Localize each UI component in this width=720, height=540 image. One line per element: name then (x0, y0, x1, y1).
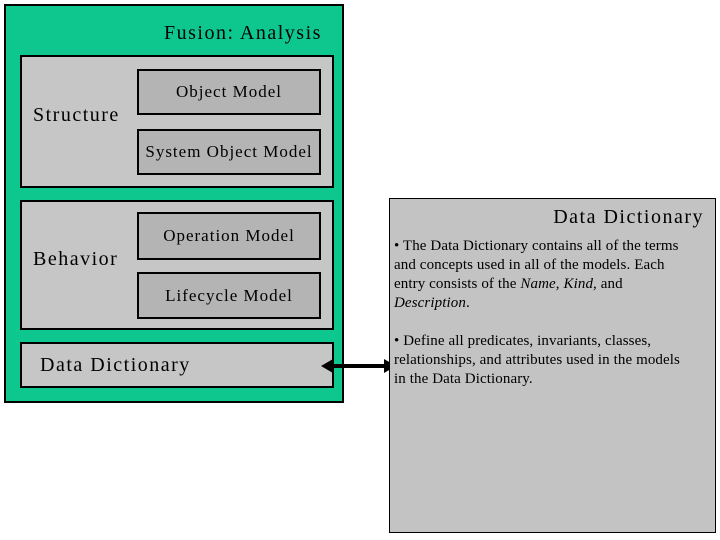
operation-model-label: Operation Model (163, 226, 295, 245)
lifecycle-model-label: Lifecycle Model (165, 285, 293, 305)
object-model-box: Object Model (137, 69, 321, 115)
lifecycle-model-box: Lifecycle Model (137, 272, 321, 319)
data-dictionary-box-label: Data Dictionary (40, 353, 191, 376)
system-object-model-box: System Object Model (137, 129, 321, 175)
fusion-analysis-frame: Fusion: Analysis Structure Object Model … (4, 4, 344, 403)
behavior-label: Behavior (33, 248, 119, 270)
structure-label: Structure (33, 104, 120, 126)
system-object-model-label: System Object Model (145, 142, 313, 161)
panel-bullet-1: • The Data Dictionary contains all of th… (394, 238, 679, 311)
structure-container: Structure Object Model System Object Mod… (20, 55, 334, 188)
behavior-container: Behavior Operation Model Lifecycle Model (20, 200, 334, 330)
panel-bullet-2: • Define all predicates, invariants, cla… (394, 333, 680, 387)
arrowhead-left (321, 359, 333, 373)
panel-title: Data Dictionary (553, 206, 704, 228)
slide-title: Fusion: Analysis (164, 22, 322, 44)
object-model-label: Object Model (176, 82, 282, 101)
operation-model-box: Operation Model (137, 212, 321, 260)
data-dictionary-panel: Data Dictionary • The Data Dictionary co… (389, 198, 716, 533)
data-dictionary-box: Data Dictionary (20, 342, 334, 388)
